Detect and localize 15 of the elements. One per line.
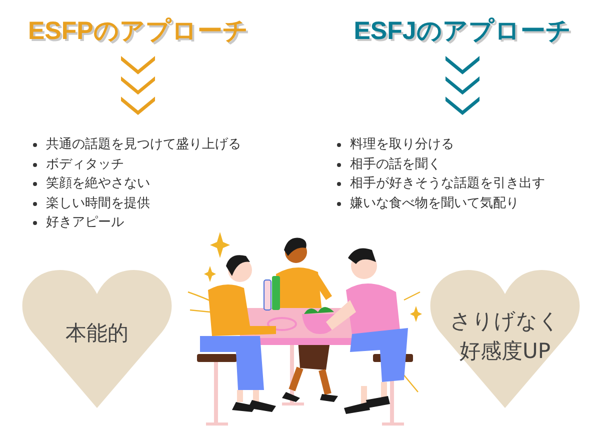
list-item: 楽しい時間を提供 [30, 194, 280, 213]
list-item: 好きアピール [30, 213, 280, 232]
heading: ESFJのアプローチ [350, 14, 575, 48]
list-item: 料理を取り分ける [334, 135, 584, 154]
heart-label: さりげなく好感度UP [449, 308, 561, 365]
list-item: 嫌いな食べ物を聞いて気配り [334, 194, 584, 213]
list-item: 相手の話を聞く [334, 154, 584, 174]
list-item: 共通の話題を見つけて盛り上げる [30, 135, 280, 154]
chevron-arrow [446, 56, 480, 115]
heading: ESFPのアプローチ [28, 14, 248, 48]
chevron-arrow [121, 56, 155, 115]
list-item: 笑顔を絶やさない [30, 174, 280, 194]
list-item: ボディタッチ [30, 154, 280, 174]
heart-label: 本能的 [64, 320, 130, 347]
list-item: 相手が好きそうな話題を引き出す [334, 174, 584, 194]
